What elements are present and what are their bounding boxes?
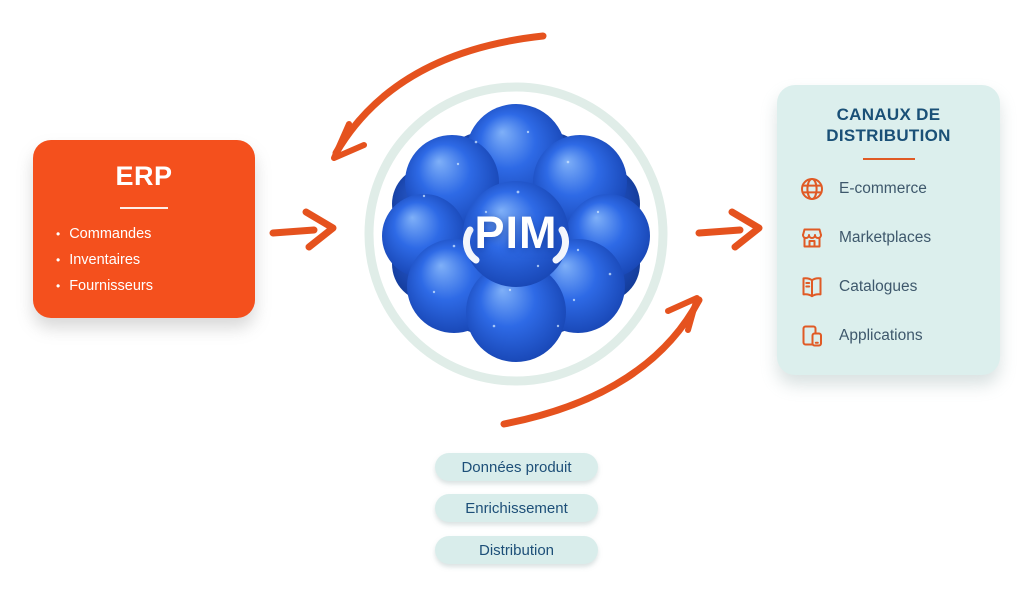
channels-title-line2: DISTRIBUTION bbox=[826, 126, 951, 145]
channel-item-ecommerce: E-commerce bbox=[798, 175, 1000, 203]
pill-donnees-produit: Données produit bbox=[435, 453, 598, 481]
channels-title: CANAUX DE DISTRIBUTION bbox=[777, 104, 1000, 146]
channel-item-label: Marketplaces bbox=[839, 229, 932, 246]
erp-item-list: Commandes Inventaires Fournisseurs bbox=[33, 226, 255, 294]
pim-label: PIM bbox=[474, 207, 558, 258]
channels-divider bbox=[862, 158, 915, 160]
erp-divider bbox=[120, 207, 168, 209]
molecule-glints bbox=[463, 226, 569, 264]
arrow-erp-to-pim bbox=[269, 226, 318, 237]
channel-item-label: Catalogues bbox=[839, 278, 918, 295]
erp-item-inventaires: Inventaires bbox=[56, 252, 255, 268]
pill-enrichissement: Enrichissement bbox=[435, 494, 598, 522]
arrow-erp-to-pim-head bbox=[302, 208, 337, 251]
erp-box: ERP Commandes Inventaires Fournisseurs bbox=[33, 140, 255, 318]
erp-title: ERP bbox=[115, 161, 173, 191]
globe-icon bbox=[798, 175, 826, 203]
channels-title-line1: CANAUX DE bbox=[836, 105, 941, 124]
devices-icon bbox=[798, 322, 826, 350]
channels-list: E-commerce Marketplaces bbox=[777, 175, 1000, 350]
erp-item-commandes: Commandes bbox=[56, 226, 255, 242]
arrow-pim-to-channels bbox=[695, 226, 744, 237]
channels-box: CANAUX DE DISTRIBUTION E-commerce bbox=[777, 85, 1000, 375]
erp-item-fournisseurs: Fournisseurs bbox=[56, 278, 255, 294]
open-catalogue-icon bbox=[798, 273, 826, 301]
pim-molecule-graphic bbox=[364, 82, 668, 386]
channel-item-catalogues: Catalogues bbox=[798, 273, 1000, 301]
channel-item-marketplaces: Marketplaces bbox=[798, 224, 1000, 252]
storefront-icon bbox=[798, 224, 826, 252]
channel-item-label: Applications bbox=[839, 327, 923, 344]
channel-item-applications: Applications bbox=[798, 322, 1000, 350]
channel-item-label: E-commerce bbox=[839, 180, 927, 197]
arrow-pim-to-channels-head bbox=[728, 208, 763, 251]
pill-distribution: Distribution bbox=[435, 536, 598, 564]
